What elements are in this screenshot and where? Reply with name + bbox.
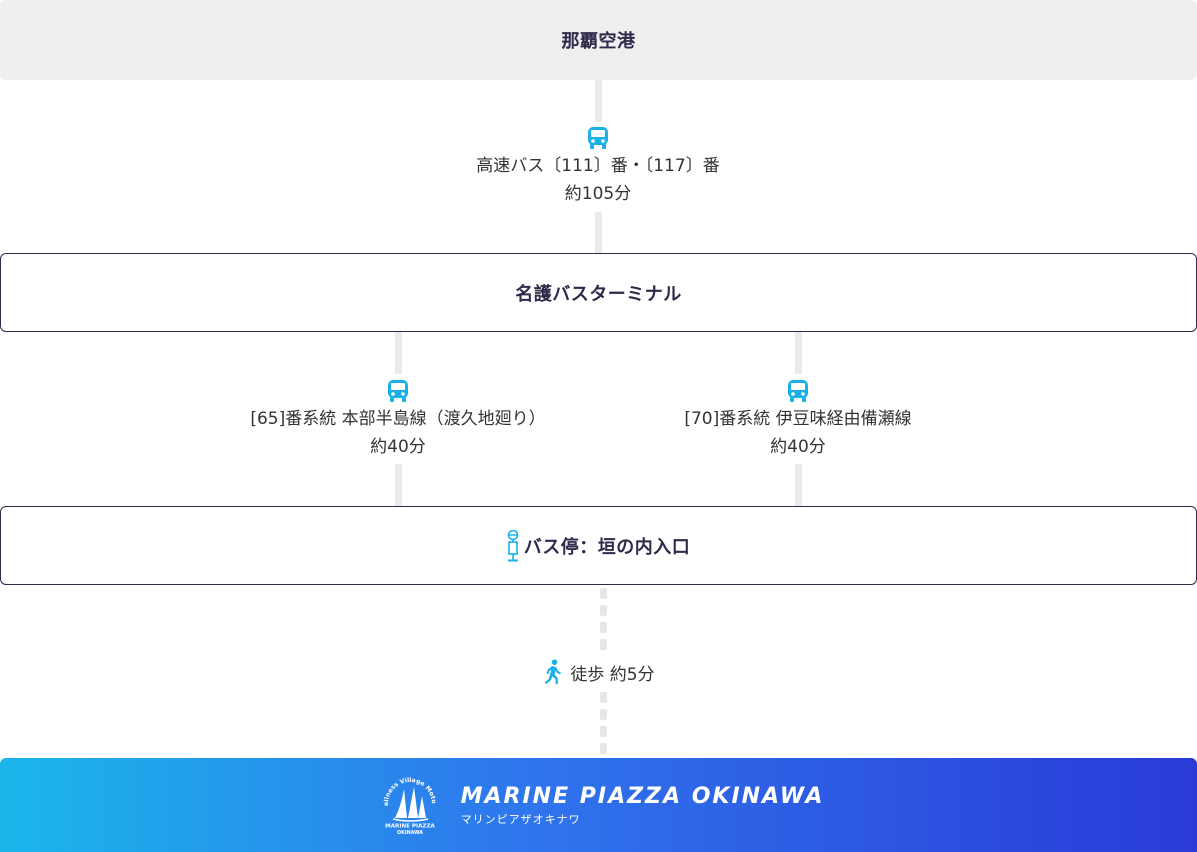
destination-brand: Wellness Village Motobu MARINE PIAZZA OK…	[381, 774, 825, 836]
route-label: 高速バス〔111〕番・〔117〕番	[476, 156, 720, 176]
connector-terminal-stop-right-top	[795, 332, 802, 374]
destination-text: MARINE PIAZZA OKINAWA マリンピアザオキナワ	[461, 784, 825, 827]
route-terminal-to-stop-70: [70]番系統 伊豆味経由備瀬線 約40分	[598, 379, 998, 461]
airport-name: 那覇空港	[561, 31, 636, 52]
airport-box: 那覇空港	[0, 0, 1197, 80]
bus-stop-icon	[507, 529, 519, 561]
bus-stop-box: バス停：垣の内入口	[0, 506, 1197, 585]
connector-terminal-stop-left-top	[395, 332, 402, 374]
destination-kana: マリンピアザオキナワ	[460, 812, 581, 826]
svg-text:Wellness Village Motobu: Wellness Village Motobu	[381, 774, 437, 806]
terminal-name: 名護バスターミナル	[515, 283, 682, 305]
route-label: [65]番系統 本部半島線（渡久地廻り）	[250, 409, 546, 429]
walking-path-dash	[600, 709, 607, 720]
walking-icon	[545, 659, 562, 684]
connector-airport-terminal-bottom	[595, 212, 602, 253]
connector-terminal-stop-right-bottom	[795, 464, 802, 506]
walking-path-dash	[600, 692, 607, 703]
walking-path-dash	[600, 622, 607, 633]
walking-path-dash	[600, 726, 607, 737]
terminal-box: 名護バスターミナル	[0, 253, 1197, 332]
walking-path-dash	[600, 588, 607, 599]
route-duration: 約40分	[370, 437, 426, 457]
connector-airport-terminal-top	[595, 80, 602, 122]
walk-step: 徒歩 約5分	[0, 656, 1197, 688]
route-label: [70]番系統 伊豆味経由備瀬線	[684, 409, 912, 429]
walking-path-dash	[600, 639, 607, 650]
destination-box: Wellness Village Motobu MARINE PIAZZA OK…	[0, 758, 1197, 852]
bus-icon	[588, 127, 608, 149]
bus-stop-title-row: バス停：垣の内入口	[507, 529, 691, 562]
route-terminal-to-stop-65: [65]番系統 本部半島線（渡久地廻り） 約40分	[198, 379, 598, 461]
route-duration: 約40分	[770, 437, 826, 457]
walking-path-dash	[600, 743, 607, 754]
connector-terminal-stop-left-bottom	[395, 464, 402, 506]
svg-text:OKINAWA: OKINAWA	[397, 830, 423, 836]
bus-icon	[788, 380, 808, 402]
route-airport-to-terminal: 高速バス〔111〕番・〔117〕番 約105分	[398, 126, 798, 208]
svg-text:MARINE PIAZZA: MARINE PIAZZA	[385, 824, 435, 830]
walking-path-dash	[600, 605, 607, 616]
walk-label: 徒歩 約5分	[570, 664, 655, 685]
route-duration: 約105分	[564, 184, 632, 204]
marine-piazza-logo: Wellness Village Motobu MARINE PIAZZA OK…	[381, 774, 437, 836]
destination-name: MARINE PIAZZA OKINAWA	[460, 783, 825, 809]
bus-stop-name: バス停：垣の内入口	[523, 536, 691, 558]
bus-icon	[388, 380, 408, 402]
